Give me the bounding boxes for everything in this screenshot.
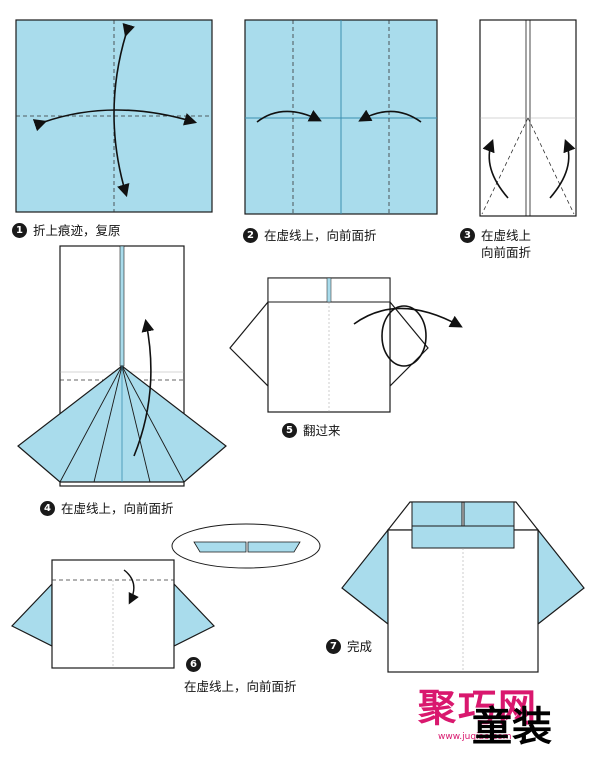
flap-line-4 <box>121 365 185 483</box>
watermark-brand: 聚巧网 <box>418 685 539 730</box>
step5-text: 翻过来 <box>303 423 341 438</box>
step3-diagram <box>479 19 577 217</box>
step5-caption: 5 翻过来 <box>282 422 341 439</box>
step1-diagram <box>15 19 213 213</box>
step6-caption-text: 在虚线上，向前面折 <box>184 678 297 695</box>
arrow-vertical <box>113 22 135 198</box>
step6-number: 6 <box>186 657 201 672</box>
step6-text: 在虚线上，向前面折 <box>184 679 297 694</box>
step1-caption: 1 折上痕迹，复原 <box>12 222 121 239</box>
step7-diagram <box>341 501 585 673</box>
step5-number: 5 <box>282 423 297 438</box>
step5-diagram <box>229 277 463 413</box>
arrow-up <box>133 318 155 457</box>
left-sleeve <box>11 582 53 647</box>
arrow-right-fold <box>358 109 422 123</box>
step6-diagram <box>11 523 321 669</box>
arrow-left-corner <box>482 139 509 199</box>
flap-line-1 <box>59 365 123 483</box>
step4-text: 在虚线上，向前面折 <box>61 501 174 516</box>
left-sleeve <box>229 300 269 388</box>
flip-loop <box>381 305 427 367</box>
watermark-url: www.juqiao.com <box>438 732 512 742</box>
step2-number: 2 <box>243 228 258 243</box>
step7-number: 7 <box>326 639 341 654</box>
step7-caption: 7 完成 <box>326 638 372 655</box>
arrow-horizontal <box>32 109 198 132</box>
step2-diagram <box>244 19 438 215</box>
step3-text: 在虚线上 向前面折 <box>481 228 532 260</box>
right-sleeve <box>537 528 585 626</box>
step2-text: 在虚线上，向前面折 <box>264 228 377 243</box>
step4-diagram <box>17 245 227 487</box>
right-sleeve <box>389 300 429 388</box>
step3-number: 3 <box>460 228 475 243</box>
flap-line-3 <box>121 365 151 483</box>
fold-diag-right <box>527 117 575 215</box>
collar-left <box>411 501 463 527</box>
collar-center <box>326 277 332 303</box>
flip-arrow <box>353 307 463 328</box>
step6-caption: 6 <box>186 656 207 672</box>
step1-number: 1 <box>12 223 27 238</box>
step1-text: 折上痕迹，复原 <box>33 223 121 238</box>
step2-caption: 2 在虚线上，向前面折 <box>243 227 377 244</box>
center-strip <box>119 245 125 367</box>
page-title: 童装 <box>472 704 552 750</box>
detail-collar-left <box>193 541 247 553</box>
step4-number: 4 <box>40 501 55 516</box>
step4-caption: 4 在虚线上，向前面折 <box>40 500 174 517</box>
arrow-right-corner <box>549 139 576 199</box>
right-sleeve <box>173 582 215 647</box>
step3-caption: 3 在虚线上 向前面折 <box>460 227 531 261</box>
flap-line-2 <box>93 365 123 483</box>
arrow-left-fold <box>256 109 322 123</box>
fold-down-arrow <box>123 569 139 605</box>
collar-band <box>411 525 515 549</box>
left-sleeve <box>341 528 389 626</box>
collar-right <box>463 501 515 527</box>
fold-diag-left <box>481 117 529 215</box>
step7-text: 完成 <box>347 639 373 654</box>
detail-collar-right <box>247 541 301 553</box>
